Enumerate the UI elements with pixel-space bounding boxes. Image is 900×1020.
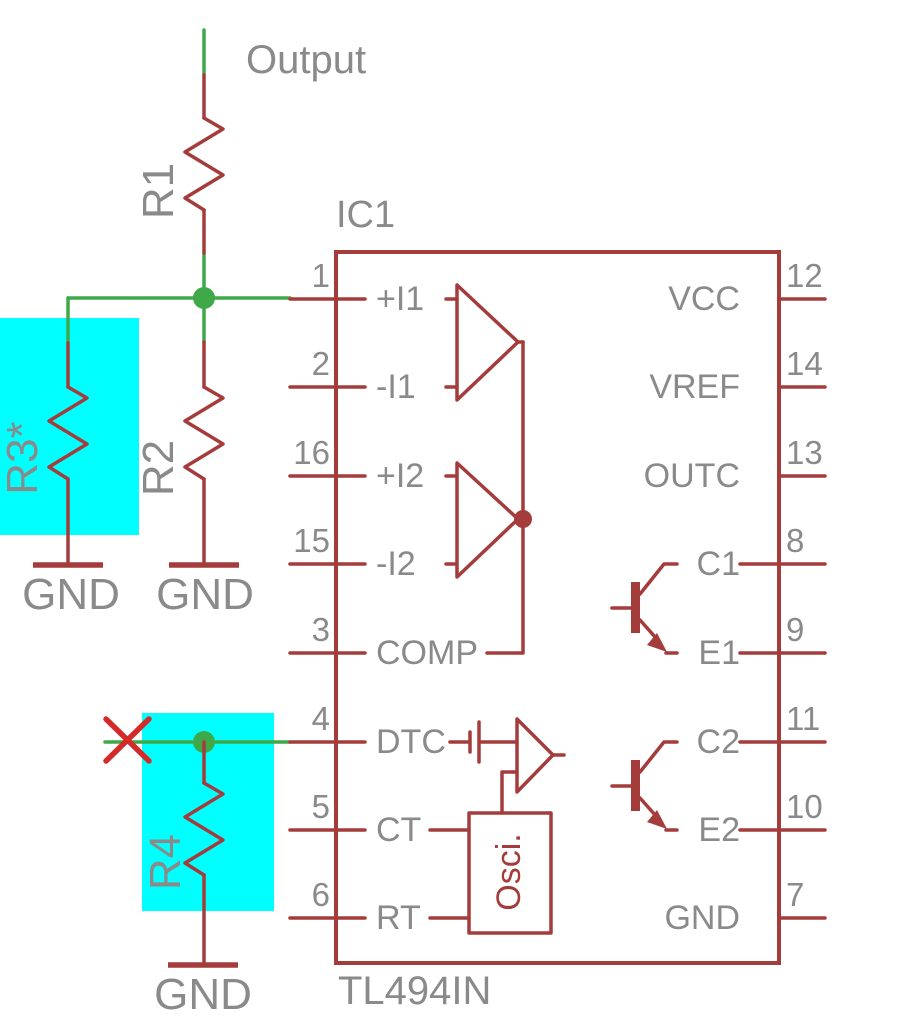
pin-name-plus-i1: +I1 bbox=[376, 280, 425, 318]
resistor-label-r3[interactable]: R3* bbox=[0, 421, 47, 495]
pin-number-3: 3 bbox=[311, 611, 330, 648]
comparator-output-net bbox=[485, 340, 532, 655]
pin-number-7: 7 bbox=[786, 876, 805, 913]
open-end-x-icon bbox=[103, 716, 152, 764]
pin-number-14: 14 bbox=[786, 345, 823, 382]
pin-name-ct: CT bbox=[376, 811, 422, 849]
pin-number-15: 15 bbox=[293, 522, 330, 559]
pin-number-12: 12 bbox=[786, 257, 823, 294]
comparator-1-icon bbox=[444, 283, 525, 402]
ic-body-outline[interactable] bbox=[334, 250, 781, 965]
pin-name-minus-i1: -I1 bbox=[376, 368, 416, 406]
resistor-label-r2[interactable]: R2 bbox=[134, 439, 183, 497]
pin-name-gnd: GND bbox=[664, 899, 740, 937]
ic-value[interactable]: TL494IN bbox=[338, 969, 492, 1013]
pin-number-5: 5 bbox=[311, 788, 330, 825]
pin-number-8: 8 bbox=[786, 522, 805, 559]
ic-designator[interactable]: IC1 bbox=[336, 194, 396, 236]
pin-name-e1: E1 bbox=[698, 634, 740, 672]
pin-name-comp: COMP bbox=[376, 634, 478, 672]
pin-name-plus-i2: +I2 bbox=[376, 457, 425, 495]
pin-number-10: 10 bbox=[786, 788, 823, 825]
resistor-r3[interactable] bbox=[47, 341, 89, 566]
pin-number-16: 16 bbox=[293, 434, 330, 471]
pin-number-11: 11 bbox=[786, 700, 821, 737]
pin-number-6: 6 bbox=[311, 876, 330, 913]
resistor-r2[interactable] bbox=[183, 340, 225, 566]
pin-number-4: 4 bbox=[311, 700, 330, 737]
oscillator-label: Osci. bbox=[490, 833, 528, 911]
resistor-r4[interactable] bbox=[183, 740, 225, 966]
pin-name-c1: C1 bbox=[696, 545, 740, 583]
pin-number-2: 2 bbox=[311, 345, 330, 382]
ic-right-pin-stubs[interactable] bbox=[738, 297, 827, 920]
pin-name-outc: OUTC bbox=[643, 457, 740, 495]
pin-number-1: 1 bbox=[311, 257, 330, 294]
oscillator-box bbox=[467, 811, 553, 935]
junction-dot bbox=[514, 510, 532, 528]
transistor-1-icon bbox=[610, 562, 679, 655]
resistor-label-r1[interactable]: R1 bbox=[134, 162, 183, 220]
pin-name-dtc: DTC bbox=[376, 723, 446, 761]
pin-name-c2: C2 bbox=[696, 723, 740, 761]
transistor-2-icon bbox=[610, 740, 679, 832]
gnd-label: GND bbox=[154, 970, 252, 1019]
dtc-capacitor-icon bbox=[448, 720, 519, 764]
resistor-r1[interactable] bbox=[183, 73, 225, 255]
pin-name-e2: E2 bbox=[698, 811, 740, 849]
junction-dot bbox=[193, 287, 215, 309]
net-output-wires[interactable] bbox=[66, 28, 292, 345]
pin-name-vcc: VCC bbox=[668, 280, 740, 318]
pin-number-13: 13 bbox=[786, 434, 823, 471]
net-label-output[interactable]: Output bbox=[246, 38, 367, 82]
pin-name-vref: VREF bbox=[649, 368, 740, 406]
gnd-label: GND bbox=[22, 570, 120, 619]
pin-name-minus-i2: -I2 bbox=[376, 545, 416, 583]
dtc-buffer-icon bbox=[500, 717, 566, 815]
pin-name-rt: RT bbox=[376, 899, 421, 937]
gnd-label: GND bbox=[156, 570, 254, 619]
pin-number-9: 9 bbox=[786, 611, 805, 648]
ic-left-pin-stubs[interactable] bbox=[288, 297, 367, 920]
resistor-label-r4[interactable]: R4 bbox=[141, 833, 190, 891]
comparator-2-icon bbox=[444, 461, 520, 579]
